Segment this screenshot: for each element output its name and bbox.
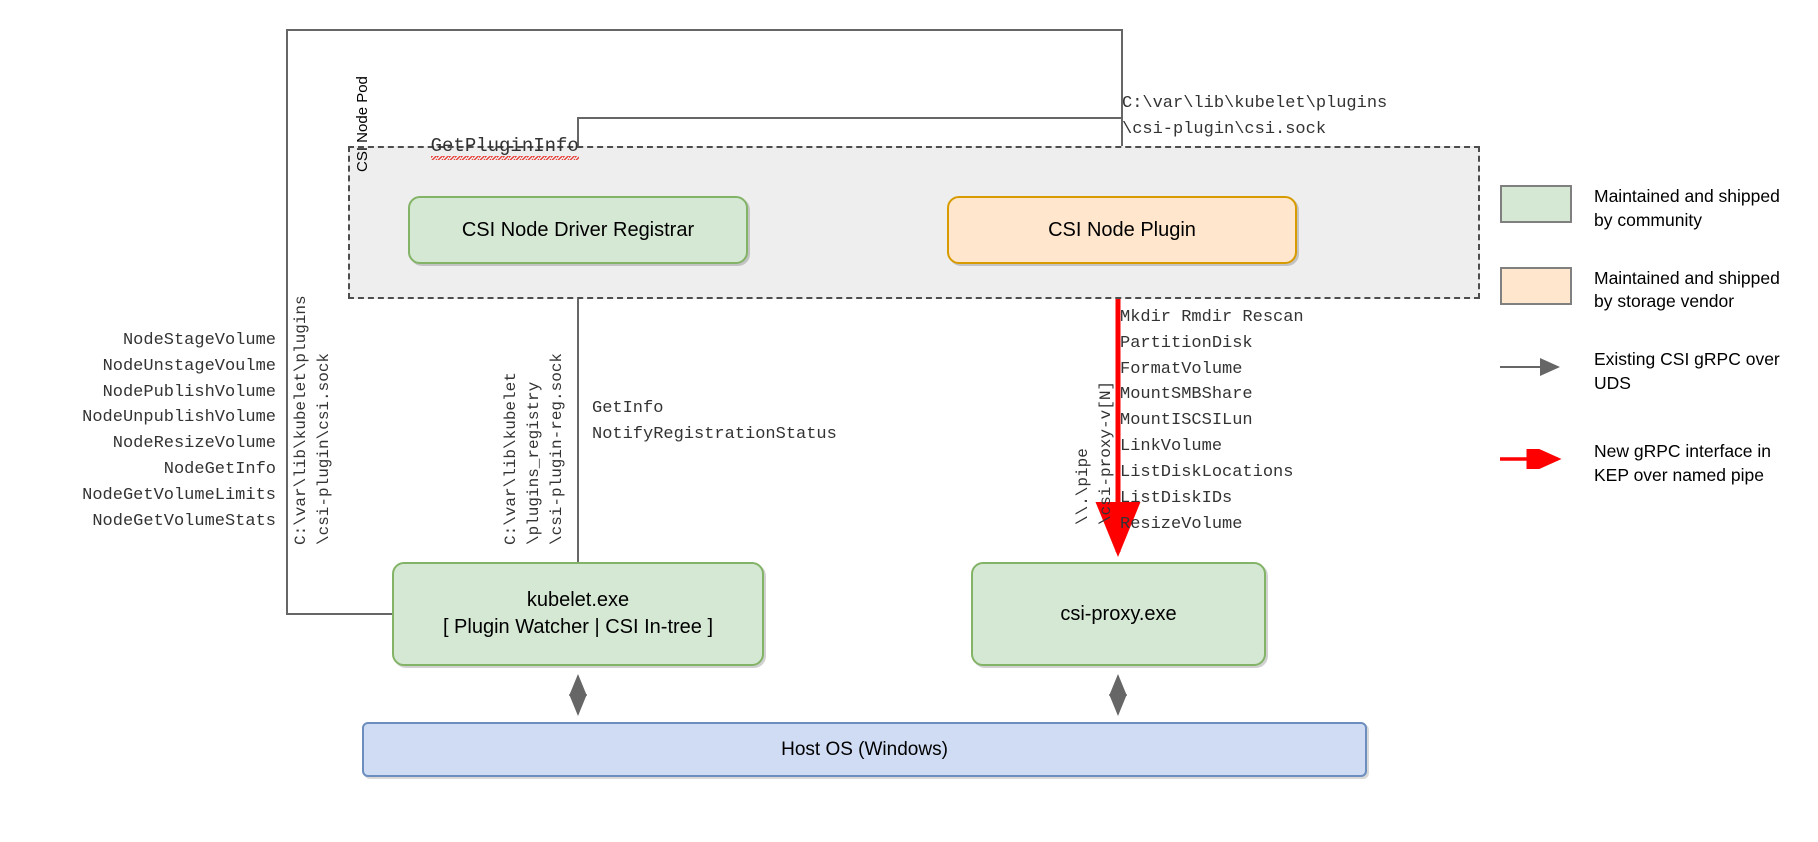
csi-proxy-operation-item: ResizeVolume <box>1120 514 1243 534</box>
node-operation-item: NodeGetVolumeLimits <box>82 485 276 505</box>
legend-item-label: Maintained and shipped by community <box>1594 186 1780 230</box>
csi-proxy-operation-item: ListDiskLocations <box>1120 462 1294 482</box>
box-kubelet-exe[interactable]: kubelet.exe [ Plugin Watcher | CSI In-tr… <box>392 562 764 666</box>
label-node-plugin-socket-path: C:\var\lib\kubelet\plugins \csi-plugin\c… <box>1122 94 1388 139</box>
legend-arrow-icon <box>1500 440 1572 478</box>
legend-item: Maintained and shipped by storage vendor <box>1500 266 1800 315</box>
node-operation-item: NodeResizeVolume <box>112 434 276 454</box>
csi-node-pod-label: CSI Node Pod <box>354 76 371 172</box>
csi-proxy-operation-item: PartitionDisk <box>1120 333 1253 353</box>
legend-item-label: Maintained and shipped by storage vendor <box>1594 267 1780 312</box>
csi-proxy-operation-item: MountSMBShare <box>1120 385 1253 405</box>
csi-proxy-operation-item: MountISCSILun <box>1120 411 1253 431</box>
box-host-os-label: Host OS (Windows) <box>781 738 948 760</box>
label-csi-plugin-socket-path: C:\var\lib\kubelet\plugins \csi-plugin\c… <box>292 295 334 545</box>
label-plugins-registry-socket-path: C:\var\lib\kubelet \plugins_registry \cs… <box>502 352 567 545</box>
registration-operation-item: NotifyRegistrationStatus <box>592 424 837 444</box>
box-kubelet-subtitle: [ Plugin Watcher | CSI In-tree ] <box>442 616 714 638</box>
box-csi-node-driver-registrar[interactable]: CSI Node Driver Registrar <box>408 196 748 264</box>
node-operation-item: NodeUnpublishVolume <box>82 408 276 428</box>
node-operation-item: NodeGetVolumeStats <box>92 511 276 531</box>
box-host-os[interactable]: Host OS (Windows) <box>362 722 1367 777</box>
csi-proxy-operation-item: LinkVolume <box>1120 437 1223 457</box>
box-csi-node-plugin-label: CSI Node Plugin <box>1048 218 1196 241</box>
legend-color-swatch <box>1500 185 1572 223</box>
csi-proxy-operation-item: Mkdir Rmdir Rescan <box>1120 308 1304 327</box>
legend-item: Existing CSI gRPC over UDS <box>1500 348 1800 396</box>
legend-item: New gRPC interface in KEP over named pip… <box>1500 440 1800 488</box>
box-csi-proxy-label: csi-proxy.exe <box>1060 602 1177 625</box>
label-named-pipe-path: \\.\pipe \csi-proxy-v[N] <box>1074 380 1116 525</box>
legend-color-swatch <box>1500 266 1572 305</box>
csi-proxy-operation-item: FormatVolume <box>1120 359 1243 379</box>
legend-arrow-icon <box>1500 348 1572 386</box>
node-operation-item: NodeGetInfo <box>163 460 276 480</box>
box-kubelet-title: kubelet.exe <box>526 589 630 611</box>
node-operation-item: NodePublishVolume <box>102 382 276 402</box>
registration-operation-item: GetInfo <box>592 399 664 418</box>
csi-proxy-operation-item: ListDiskIDs <box>1120 488 1233 508</box>
label-get-plugin-info: GetPluginInfo <box>385 113 579 179</box>
box-csi-node-driver-registrar-label: CSI Node Driver Registrar <box>461 218 695 241</box>
box-csi-node-plugin[interactable]: CSI Node Plugin <box>947 196 1297 264</box>
node-operation-item: NodeStageVolume <box>122 331 276 350</box>
legend-item: Maintained and shipped by community <box>1500 185 1800 233</box>
box-csi-proxy-exe[interactable]: csi-proxy.exe <box>971 562 1266 666</box>
node-operation-item: NodeUnstageVoulme <box>102 356 276 376</box>
legend-item-label: New gRPC interface in KEP over named pip… <box>1594 440 1772 485</box>
legend-item-label: Existing CSI gRPC over UDS <box>1594 349 1780 393</box>
label-get-plugin-info-text: GetPluginInfo <box>430 135 579 163</box>
